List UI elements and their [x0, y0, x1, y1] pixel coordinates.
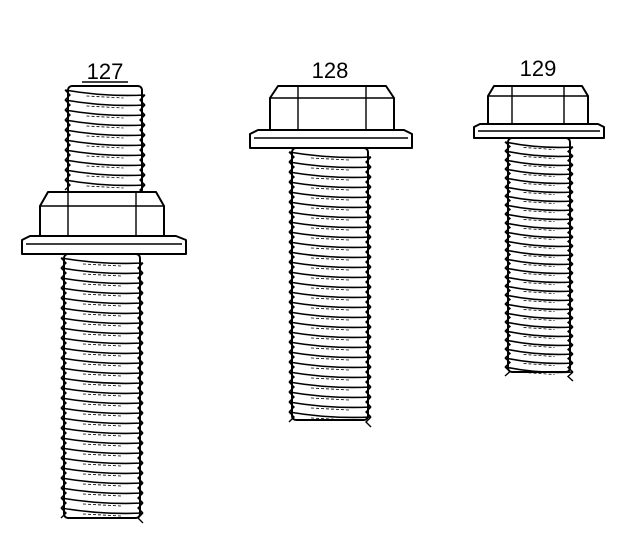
- bolt-129-hex-head: [487, 85, 589, 125]
- bolt-127-label: 127: [87, 59, 124, 84]
- bolt-128-hex-head: [269, 85, 395, 131]
- bolt-128: 128: [249, 58, 413, 428]
- bolt-129-flange: [473, 123, 605, 139]
- bolt-127-hex-head: [39, 191, 165, 239]
- bolt-129-label: 129: [520, 56, 557, 81]
- bolt-127-upper-thread: [64, 85, 146, 196]
- bolt-129: 129: [473, 56, 605, 382]
- bolt-127-lower-thread: [60, 253, 144, 524]
- bolt-128-thread: [288, 147, 372, 428]
- bolt-127: 127: [21, 59, 187, 524]
- bolt-128-flange: [249, 129, 413, 149]
- bolt-129-thread: [504, 137, 574, 382]
- bolt-127-flange: [21, 235, 187, 255]
- bolt-128-label: 128: [312, 58, 349, 83]
